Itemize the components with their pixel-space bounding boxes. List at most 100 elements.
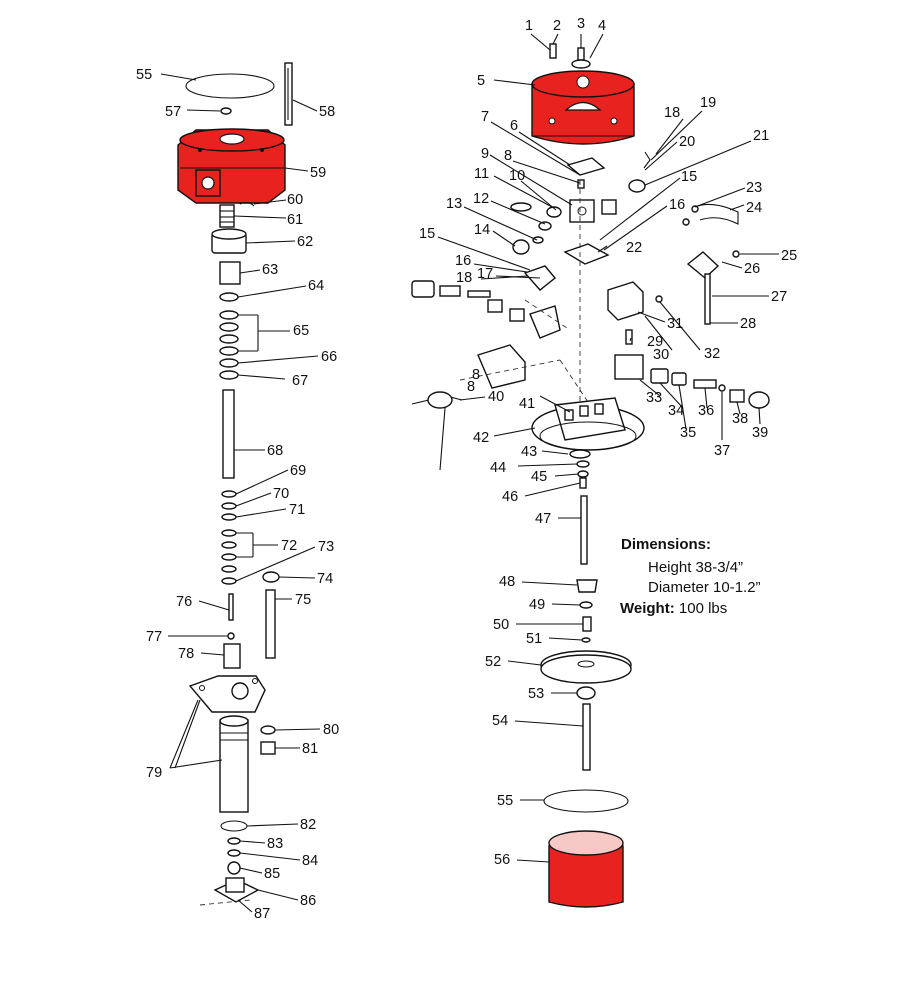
part-52-disc bbox=[540, 650, 632, 684]
label-43: 43 bbox=[521, 444, 537, 460]
part-59-red-housing bbox=[177, 128, 286, 204]
part-77-ball bbox=[227, 632, 235, 640]
part-4-washer bbox=[571, 59, 591, 69]
part-81-nut bbox=[260, 741, 276, 755]
part-27-rod bbox=[704, 273, 711, 325]
label-14: 14 bbox=[474, 222, 490, 238]
part-36-spring bbox=[693, 379, 717, 389]
part-6-plate bbox=[566, 157, 606, 176]
label-32: 32 bbox=[704, 346, 720, 362]
part-57-washer bbox=[220, 107, 232, 115]
label-55: 55 bbox=[136, 67, 152, 83]
label-67: 67 bbox=[292, 373, 308, 389]
specifications: Dimensions: Height 38-3/4” Diameter 10-1… bbox=[620, 536, 761, 617]
part-50-bushing bbox=[582, 616, 592, 632]
left-assembly bbox=[177, 62, 293, 906]
label-84: 84 bbox=[302, 853, 318, 869]
label-53: 53 bbox=[528, 686, 544, 702]
part-44-washer bbox=[576, 460, 590, 468]
diameter-spec: Diameter 10-1.2” bbox=[648, 579, 761, 596]
weight-value: 100 lbs bbox=[675, 600, 728, 617]
label-8-left-b: 8 bbox=[467, 379, 475, 395]
part-60-clip bbox=[239, 201, 255, 207]
label-16-left: 16 bbox=[455, 253, 471, 269]
part-49-washer bbox=[579, 601, 593, 609]
part-53-nut bbox=[576, 686, 596, 700]
weight-spec: Weight: 100 lbs bbox=[620, 600, 727, 617]
part-74-nut bbox=[262, 571, 280, 583]
label-71: 71 bbox=[289, 502, 305, 518]
part-8-pin bbox=[577, 179, 585, 189]
label-82: 82 bbox=[300, 817, 316, 833]
label-50: 50 bbox=[493, 617, 509, 633]
label-80: 80 bbox=[323, 722, 339, 738]
part-12-washer bbox=[538, 221, 552, 231]
part-13-washer bbox=[532, 236, 544, 244]
part-22-plate bbox=[563, 243, 610, 265]
label-29: 29 bbox=[647, 334, 663, 350]
label-39: 39 bbox=[752, 425, 768, 441]
part-5-red-cap bbox=[531, 70, 635, 145]
part-63-bushing bbox=[219, 261, 241, 285]
part-cap-left bbox=[411, 280, 435, 298]
label-10: 10 bbox=[509, 168, 525, 184]
label-3: 3 bbox=[577, 16, 585, 32]
height-spec: Height 38-3/4” bbox=[648, 559, 743, 576]
part-46-pin bbox=[579, 477, 587, 489]
label-18-left: 18 bbox=[456, 270, 472, 286]
label-7: 7 bbox=[481, 109, 489, 125]
label-24: 24 bbox=[746, 200, 762, 216]
label-85: 85 bbox=[264, 866, 280, 882]
label-83: 83 bbox=[267, 836, 283, 852]
label-42: 42 bbox=[473, 430, 489, 446]
label-12: 12 bbox=[473, 191, 489, 207]
label-13: 13 bbox=[446, 196, 462, 212]
label-15-left: 15 bbox=[419, 226, 435, 242]
part-85-ball bbox=[227, 861, 241, 875]
label-65: 65 bbox=[293, 323, 309, 339]
label-46: 46 bbox=[502, 489, 518, 505]
part-54-shaft bbox=[582, 703, 591, 771]
label-11: 11 bbox=[474, 166, 489, 182]
part-3-screw bbox=[577, 47, 585, 61]
label-55-lower: 55 bbox=[497, 793, 513, 809]
label-75: 75 bbox=[295, 592, 311, 608]
part-2-screw bbox=[549, 43, 557, 59]
part-housing-left bbox=[477, 344, 526, 389]
part-80-washer bbox=[260, 725, 276, 735]
part-47-shaft bbox=[580, 495, 588, 565]
label-16-right: 16 bbox=[669, 197, 685, 213]
label-68: 68 bbox=[267, 443, 283, 459]
label-62: 62 bbox=[297, 234, 313, 250]
part-83-washer bbox=[227, 837, 241, 845]
label-78: 78 bbox=[178, 646, 194, 662]
part-29-screw bbox=[625, 329, 633, 345]
label-87: 87 bbox=[254, 906, 270, 922]
label-74: 74 bbox=[317, 571, 333, 587]
part-51-ring bbox=[581, 637, 591, 643]
label-52: 52 bbox=[485, 654, 501, 670]
label-79: 79 bbox=[146, 765, 162, 781]
part-number-labels: 55 57 58 59 60 61 62 63 64 65 66 67 68 6… bbox=[136, 16, 797, 922]
label-58: 58 bbox=[319, 104, 335, 120]
label-35: 35 bbox=[680, 425, 696, 441]
part-39-cap bbox=[748, 391, 770, 409]
part-33-block bbox=[614, 354, 644, 380]
part-21-nut bbox=[628, 179, 646, 193]
part-68-shaft bbox=[222, 389, 235, 479]
label-34: 34 bbox=[668, 403, 684, 419]
dimensions-label: Dimensions: bbox=[621, 536, 711, 553]
label-66: 66 bbox=[321, 349, 337, 365]
label-64: 64 bbox=[308, 278, 324, 294]
part-43-washer bbox=[569, 449, 591, 459]
label-44: 44 bbox=[490, 460, 506, 476]
label-28: 28 bbox=[740, 316, 756, 332]
label-56: 56 bbox=[494, 852, 510, 868]
label-51: 51 bbox=[526, 631, 542, 647]
label-61: 61 bbox=[287, 212, 303, 228]
part-55-oring-bottom bbox=[543, 789, 629, 813]
label-20: 20 bbox=[679, 134, 695, 150]
label-86: 86 bbox=[300, 893, 316, 909]
